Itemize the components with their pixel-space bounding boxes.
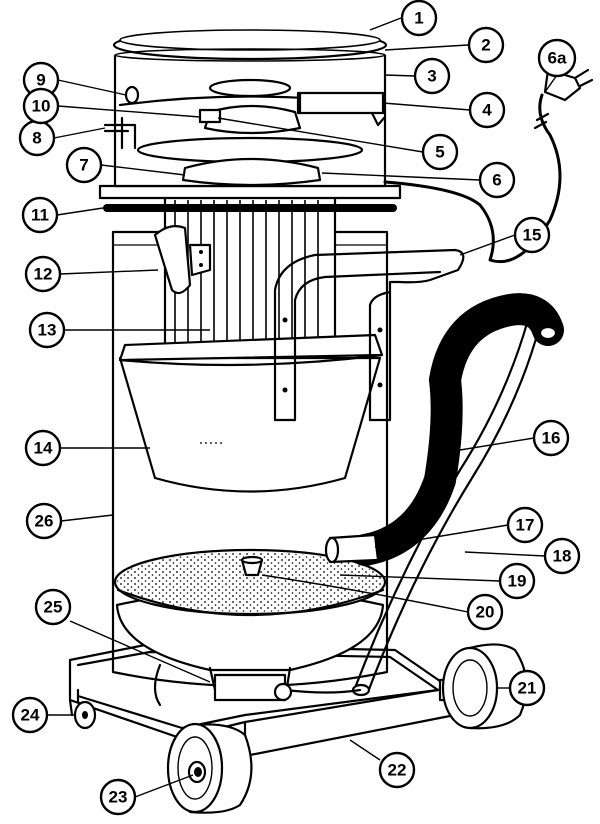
svg-text:15: 15 bbox=[523, 226, 542, 245]
svg-text:2: 2 bbox=[481, 36, 490, 55]
svg-text:19: 19 bbox=[508, 572, 527, 591]
svg-text:6a: 6a bbox=[548, 49, 567, 68]
leader-lines bbox=[47, 17, 558, 798]
svg-text:3: 3 bbox=[427, 67, 436, 86]
callout-15: 15 bbox=[513, 216, 551, 254]
callout-14: 14 bbox=[24, 429, 62, 467]
svg-text:18: 18 bbox=[553, 547, 572, 566]
svg-text:16: 16 bbox=[542, 429, 561, 448]
callout-3: 3 bbox=[413, 57, 451, 95]
callout-20: 20 bbox=[466, 593, 504, 631]
callout-19: 19 bbox=[498, 562, 536, 600]
svg-text:4: 4 bbox=[482, 101, 492, 120]
callout-18: 18 bbox=[543, 537, 581, 575]
caster-wheel bbox=[68, 688, 97, 730]
suction-wand bbox=[351, 318, 542, 697]
svg-text:17: 17 bbox=[516, 516, 535, 535]
svg-text:22: 22 bbox=[388, 761, 407, 780]
svg-text:23: 23 bbox=[109, 788, 128, 807]
push-handle bbox=[273, 248, 465, 422]
hose-inlet bbox=[324, 533, 380, 564]
power-cord bbox=[383, 68, 594, 264]
svg-text:9: 9 bbox=[36, 71, 45, 90]
svg-text:13: 13 bbox=[38, 321, 57, 340]
svg-text:1: 1 bbox=[414, 9, 423, 28]
svg-text:6: 6 bbox=[492, 171, 501, 190]
callout-6: 6 bbox=[478, 161, 516, 199]
callout-11: 11 bbox=[21, 196, 59, 234]
motor-head bbox=[98, 29, 402, 200]
svg-text:26: 26 bbox=[35, 512, 54, 531]
clamp-latch bbox=[153, 225, 212, 295]
callout-23: 23 bbox=[99, 778, 137, 816]
callout-25: 25 bbox=[34, 588, 72, 626]
svg-text:24: 24 bbox=[21, 706, 40, 725]
callout-7: 7 bbox=[65, 146, 103, 184]
svg-text:21: 21 bbox=[518, 679, 537, 698]
callout-21: 21 bbox=[508, 669, 546, 707]
front-wheel-left bbox=[166, 722, 253, 814]
callout-12: 12 bbox=[24, 255, 62, 293]
svg-text:8: 8 bbox=[32, 129, 41, 148]
callout-17: 17 bbox=[506, 506, 544, 544]
svg-text:7: 7 bbox=[79, 156, 88, 175]
dust-basket bbox=[118, 333, 384, 493]
sieve-disc bbox=[113, 548, 387, 617]
callout-1: 1 bbox=[400, 0, 438, 37]
callout-6a: 6a bbox=[537, 38, 577, 78]
svg-text:20: 20 bbox=[476, 603, 495, 622]
callout-8: 8 bbox=[18, 119, 56, 157]
svg-text:11: 11 bbox=[31, 206, 49, 225]
callout-22: 22 bbox=[378, 751, 416, 789]
suction-hose bbox=[349, 293, 564, 566]
callout-10: 10 bbox=[22, 87, 60, 125]
callout-4: 4 bbox=[468, 91, 506, 129]
callout-26: 26 bbox=[25, 502, 63, 540]
rear-wheel-right bbox=[438, 643, 528, 730]
svg-text:12: 12 bbox=[34, 265, 53, 284]
svg-text:14: 14 bbox=[34, 439, 53, 458]
callout-24: 24 bbox=[11, 696, 49, 734]
gasket-ring bbox=[103, 204, 397, 212]
svg-text:25: 25 bbox=[44, 598, 63, 617]
callout-5: 5 bbox=[421, 133, 459, 171]
svg-text:5: 5 bbox=[435, 143, 444, 162]
callout-2: 2 bbox=[467, 26, 505, 64]
callout-13: 13 bbox=[28, 311, 66, 349]
svg-text:10: 10 bbox=[32, 97, 51, 116]
drain-hose bbox=[273, 682, 362, 702]
callout-16: 16 bbox=[532, 419, 570, 457]
